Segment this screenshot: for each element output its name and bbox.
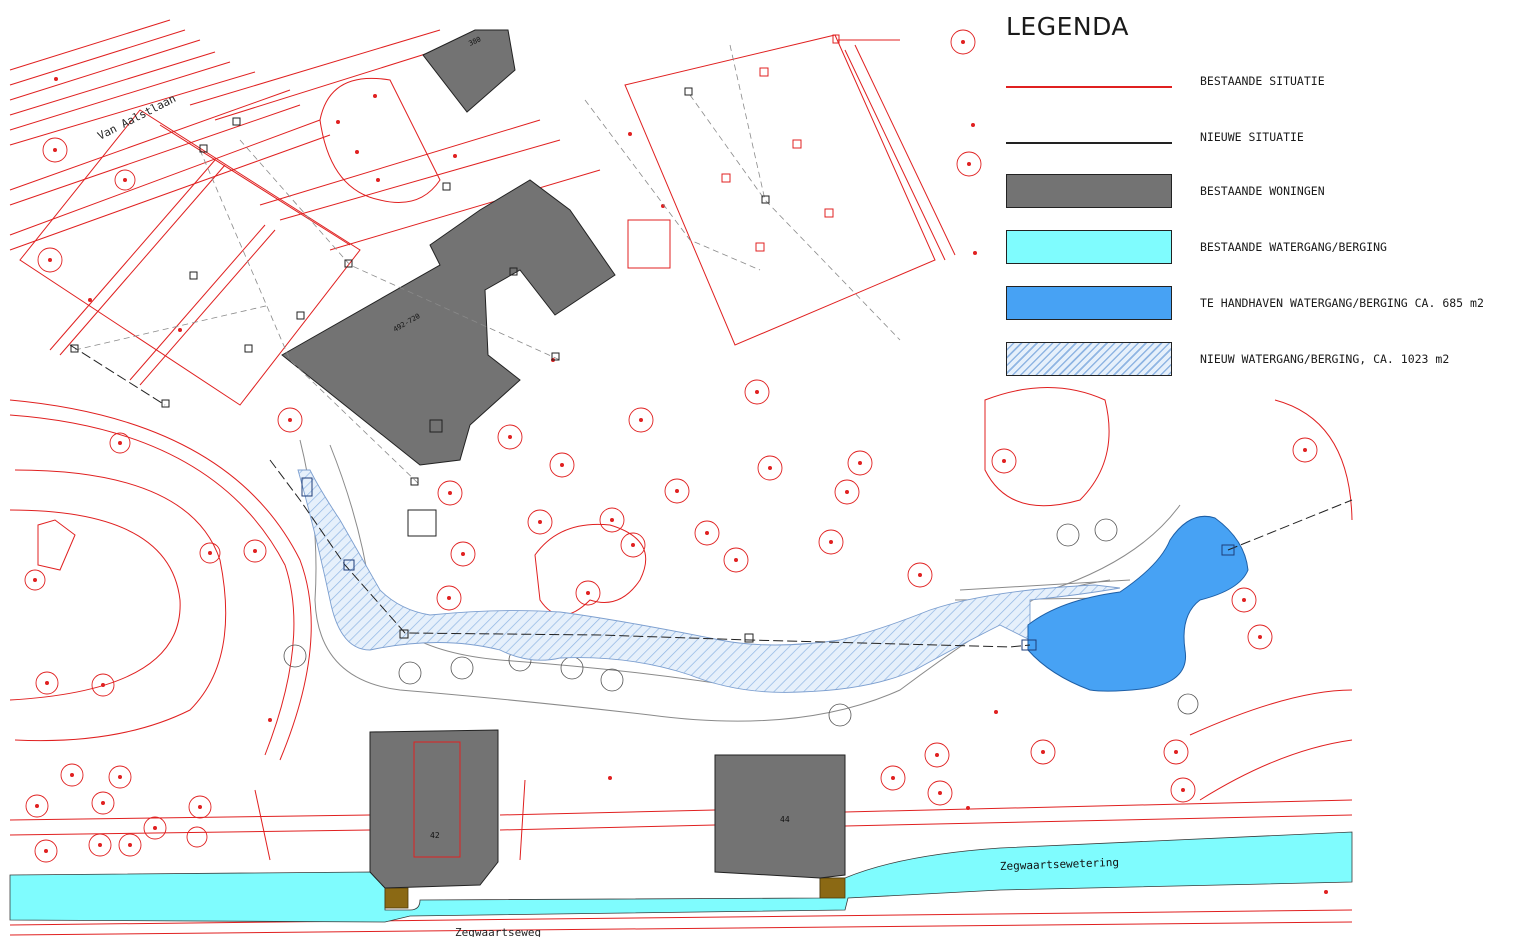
house-number-42: 42 bbox=[430, 831, 440, 840]
legend-item-existing-water: BESTAANDE WATERGANG/BERGING bbox=[1000, 230, 1510, 266]
legend-swatch-blue bbox=[1006, 286, 1172, 320]
culvert-left bbox=[384, 887, 409, 909]
legend-label: BESTAANDE WATERGANG/BERGING bbox=[1200, 240, 1387, 254]
water-label: Zegwaartsewetering bbox=[1000, 856, 1120, 873]
house-number-44: 44 bbox=[780, 815, 790, 824]
legend-item-buildings: BESTAANDE WONINGEN bbox=[1000, 174, 1510, 210]
building-492-720 bbox=[281, 179, 616, 466]
legend-swatch-grey bbox=[1006, 174, 1172, 208]
legend-swatch-hatch bbox=[1006, 342, 1172, 376]
tree-centres bbox=[33, 40, 1328, 894]
existing-water-zegwaartsewetering bbox=[9, 831, 1353, 923]
legend-item-existing: BESTAANDE SITUATIE bbox=[1000, 70, 1510, 106]
existing-road-lines bbox=[9, 19, 1353, 936]
legend-label: TE HANDHAVEN WATERGANG/BERGING CA. 685 m… bbox=[1200, 296, 1484, 310]
legend-label: NIEUW WATERGANG/BERGING, CA. 1023 m2 bbox=[1200, 352, 1450, 366]
legend-item-retained-water: TE HANDHAVEN WATERGANG/BERGING CA. 685 m… bbox=[1000, 286, 1510, 322]
house-42-inner bbox=[413, 741, 461, 858]
legend-label: BESTAANDE WONINGEN bbox=[1200, 184, 1325, 198]
culvert-right bbox=[819, 877, 846, 899]
trees bbox=[24, 29, 1318, 863]
red-markers bbox=[721, 34, 840, 252]
house-44 bbox=[714, 754, 846, 879]
house-42 bbox=[369, 729, 499, 889]
legend-item-new-water: NIEUW WATERGANG/BERGING, CA. 1023 m2 bbox=[1000, 342, 1510, 378]
legend-swatch-black-line bbox=[1006, 142, 1172, 144]
legend-swatch-cyan bbox=[1006, 230, 1172, 264]
legend-label: BESTAANDE SITUATIE bbox=[1200, 74, 1325, 88]
manholes bbox=[70, 87, 1235, 651]
existing-sewer-line bbox=[74, 44, 901, 486]
legend-item-new: NIEUWE SITUATIE bbox=[1000, 126, 1510, 162]
retained-watergang bbox=[1027, 515, 1249, 692]
new-watergang bbox=[297, 469, 1121, 693]
building-380 bbox=[422, 29, 516, 113]
existing-buildings bbox=[281, 29, 846, 889]
street-label-zegwaartseweg: Zegwaartseweg bbox=[455, 926, 541, 937]
legend-label: NIEUWE SITUATIE bbox=[1200, 130, 1304, 144]
new-drainage-line bbox=[69, 344, 1353, 648]
legend: LEGENDA BESTAANDE SITUATIE NIEUWE SITUAT… bbox=[1000, 8, 1510, 388]
legend-swatch-red-line bbox=[1006, 86, 1172, 88]
legend-title: LEGENDA bbox=[1006, 12, 1130, 41]
